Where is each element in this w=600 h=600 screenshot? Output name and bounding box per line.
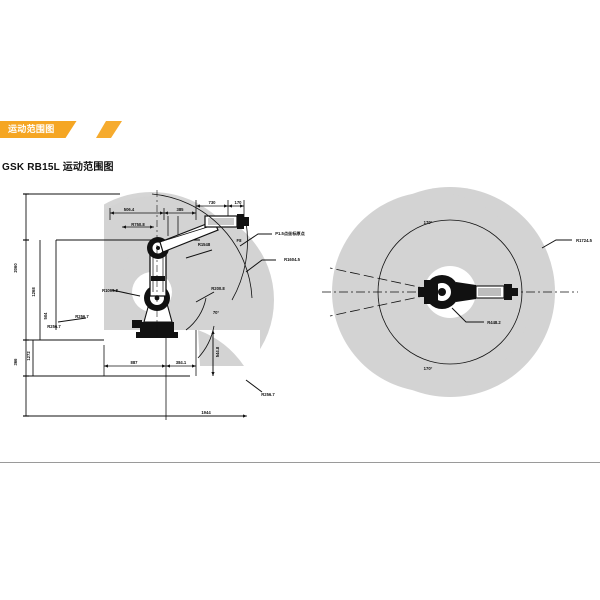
label-r1604: R1604.5 bbox=[284, 257, 301, 262]
robot-forearm bbox=[159, 220, 219, 253]
label-angle-3: R256.7 bbox=[261, 392, 275, 397]
label-f8: F8 bbox=[237, 238, 243, 243]
label-top-506: 506.4 bbox=[124, 207, 135, 212]
drawing-area: 506.4 385 730 170 R750.8 R1548 F8 R200.8… bbox=[0, 180, 600, 430]
label-bottom-1944: 1944 bbox=[201, 410, 211, 415]
page-title: GSK RB15L 运动范围图 bbox=[2, 162, 114, 173]
section-badge-label: 运动范围图 bbox=[8, 124, 55, 134]
side-envelope-lower bbox=[104, 330, 260, 376]
side-view-labels: 506.4 385 730 170 R750.8 R1548 F8 R200.8… bbox=[13, 200, 306, 415]
label-right-544: 544.8 bbox=[215, 346, 220, 357]
label-origin-note: P1.5点坐标原点 bbox=[275, 230, 305, 237]
label-r200: R200.8 bbox=[211, 286, 225, 291]
label-r1548: R1548 bbox=[198, 242, 211, 247]
label-r750: R750.8 bbox=[131, 222, 145, 227]
side-leader-lines bbox=[57, 233, 276, 393]
robot-top-body bbox=[418, 275, 518, 309]
label-top-170: 170 bbox=[235, 200, 243, 205]
side-sweep-arcs bbox=[151, 193, 253, 359]
label-bottom-887: 887 bbox=[131, 360, 139, 365]
section-badge-shape: 运动范围图 bbox=[0, 121, 77, 138]
label-angle-1: R256.7 bbox=[75, 314, 89, 319]
label-left-1272: 1272 bbox=[26, 351, 31, 361]
label-angle-4: 70° bbox=[213, 310, 220, 315]
section-badge: 运动范围图 bbox=[0, 121, 77, 138]
label-angle-2: R256.7 bbox=[47, 324, 61, 329]
top-leader-lines bbox=[451, 239, 572, 323]
label-left-1268: 1268 bbox=[31, 287, 36, 297]
label-bottom-384: 384.1 bbox=[176, 360, 187, 365]
engineering-drawing: 506.4 385 730 170 R750.8 R1548 F8 R200.8… bbox=[13, 180, 593, 430]
side-dimension-frame bbox=[25, 193, 245, 417]
label-inner-radius: R448.2 bbox=[487, 320, 501, 325]
label-top-730: 730 bbox=[209, 200, 217, 205]
label-angle-upper: 170° bbox=[424, 220, 433, 225]
label-r1099: R1099.8 bbox=[102, 288, 119, 293]
footer-divider bbox=[0, 462, 600, 463]
label-left-2060: 2060 bbox=[13, 263, 18, 273]
top-view-group: 170° 170° R1724.5 R448.2 bbox=[322, 187, 593, 397]
label-left-366: 366 bbox=[13, 358, 18, 366]
robot-wrist bbox=[204, 214, 249, 229]
label-left-504: 504 bbox=[43, 312, 48, 320]
label-angle-lower: 170° bbox=[424, 366, 433, 371]
top-view-labels: 170° 170° R1724.5 R448.2 bbox=[424, 220, 593, 371]
label-top-385: 385 bbox=[177, 207, 185, 212]
label-outer-radius: R1724.5 bbox=[576, 238, 593, 243]
side-dimension-ticks bbox=[23, 193, 29, 417]
section-badge-accent bbox=[96, 121, 122, 138]
side-view-group: 506.4 385 730 170 R750.8 R1548 F8 R200.8… bbox=[13, 180, 306, 430]
